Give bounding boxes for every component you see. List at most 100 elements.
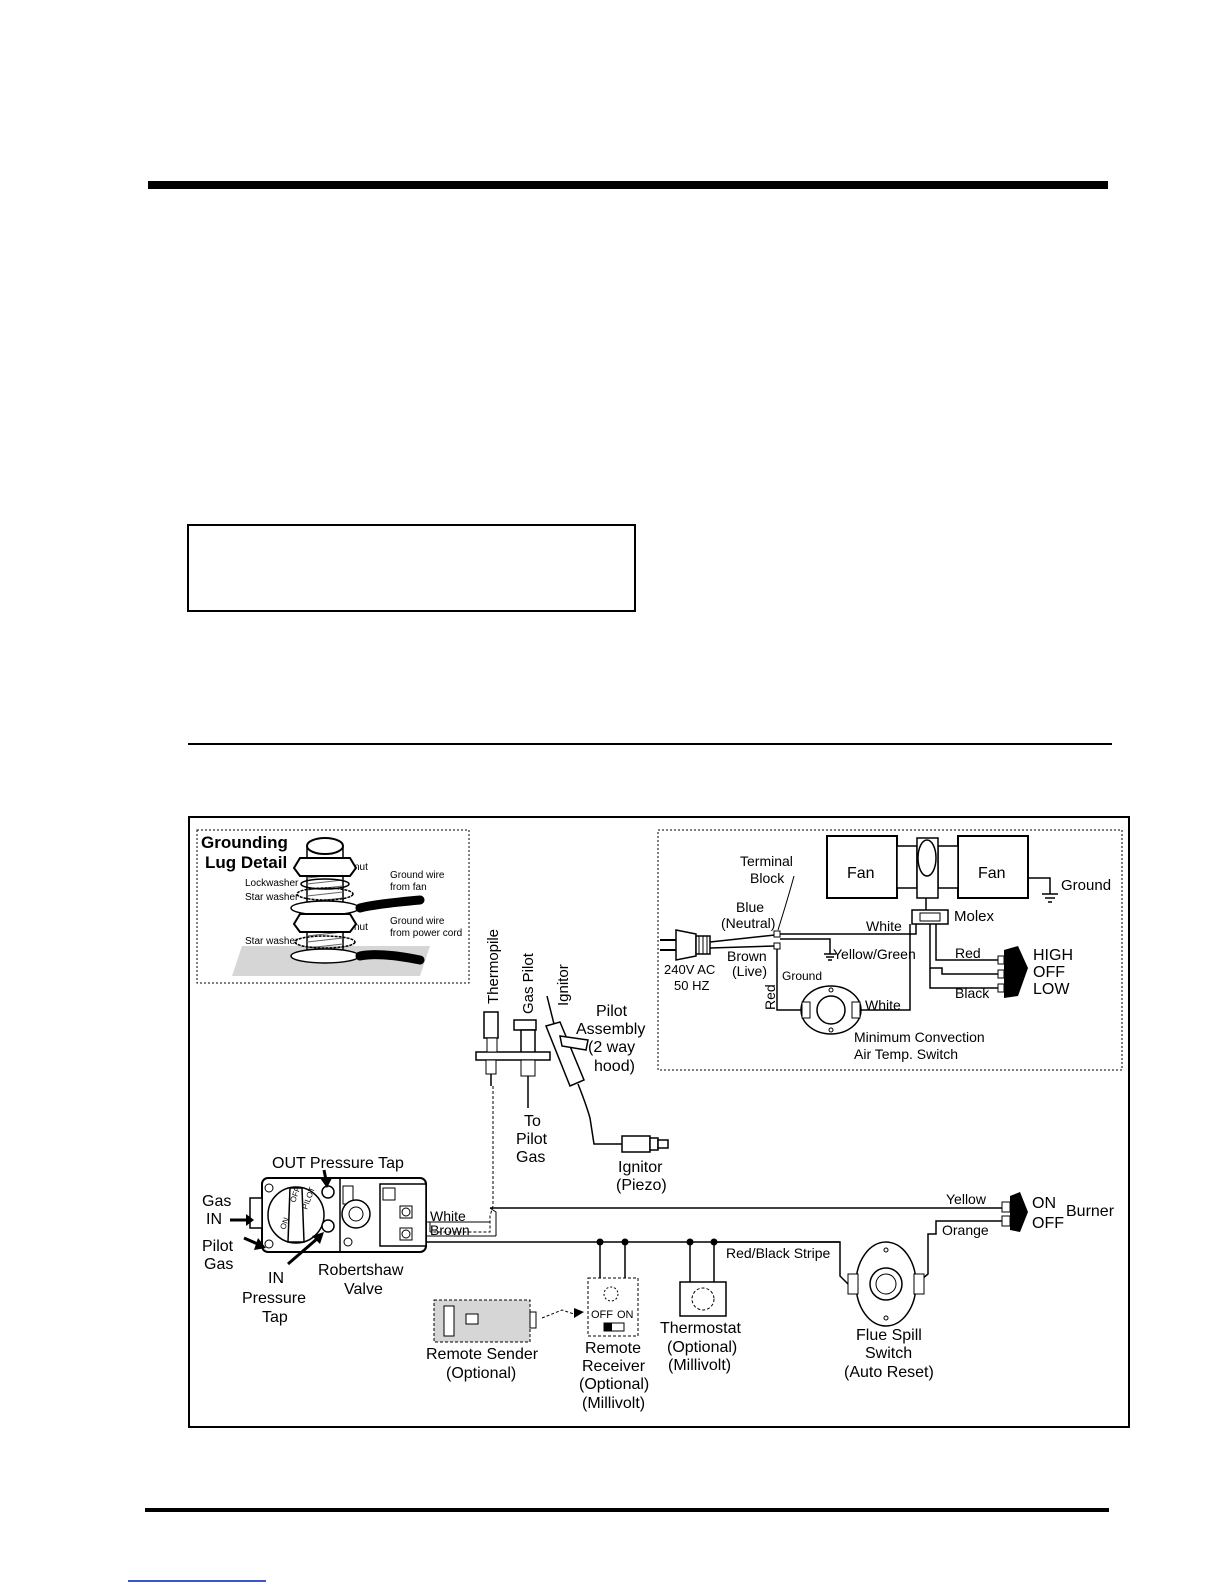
label-in-tap-3: Tap [262, 1309, 288, 1326]
label-brown-1: Brown [727, 948, 767, 964]
label-burner-on: ON [1032, 1195, 1056, 1212]
label-nut-mid: nut [354, 922, 368, 933]
power-plug [675, 929, 697, 961]
burner-switch-group: Yellow ON OFF Burner Orange Flue Spill S… [716, 1191, 1115, 1381]
label-remote-receiver-3: (Optional) [579, 1376, 649, 1393]
label-thermostat-1: Thermostat [660, 1320, 741, 1337]
label-flue-2: Switch [865, 1345, 912, 1362]
label-blue-1: Blue [736, 899, 764, 915]
label-thermostat-2: (Optional) [667, 1339, 737, 1356]
fan-left-box [826, 835, 898, 899]
header-rule [148, 181, 1108, 189]
label-pilot-assembly-4: hood) [594, 1058, 635, 1075]
label-gas-pilot: Gas Pilot [520, 952, 537, 1014]
label-blue-2: (Neutral) [721, 915, 775, 931]
label-ground-fan: Ground [1061, 877, 1111, 894]
label-to-pilot-3: Gas [516, 1149, 545, 1166]
label-ground-small: Ground [782, 969, 822, 983]
label-off: OFF [1033, 964, 1065, 981]
knob-on-label: ON [278, 1216, 291, 1231]
label-remote-receiver-1: Remote [585, 1340, 641, 1357]
label-yellow: Yellow [946, 1191, 987, 1207]
label-low: LOW [1033, 981, 1070, 998]
label-gas-in-1: Gas [202, 1193, 231, 1210]
label-gas-in-2: IN [206, 1211, 222, 1228]
empty-callout-box [187, 524, 636, 612]
label-voltage-2: 50 HZ [674, 978, 709, 993]
label-out-pressure-tap: OUT Pressure Tap [272, 1155, 404, 1172]
label-black: Black [955, 985, 990, 1001]
label-remote-sender-2: (Optional) [446, 1365, 516, 1382]
wiring-diagram: Grounding Lug Detail nut Lockwasher Star… [188, 816, 1130, 1428]
label-min-conv-2: Air Temp. Switch [854, 1046, 958, 1062]
label-terminal-1: Terminal [740, 853, 793, 869]
label-wire-white: White [430, 1208, 466, 1224]
label-star-washer-1: Star washer [245, 892, 299, 903]
label-burner-off: OFF [1032, 1215, 1064, 1232]
burner-rocker-switch[interactable] [1010, 1192, 1028, 1232]
label-orange: Orange [942, 1222, 989, 1238]
accessories-group: OFF ON Remote Receiver (Optional) (Milli… [426, 1238, 741, 1412]
label-remote-receiver-4: (Millivolt) [582, 1395, 645, 1412]
label-ignitor-piezo-1: Ignitor [618, 1159, 663, 1176]
grounding-title-1: Grounding [201, 833, 288, 852]
label-flue-1: Flue Spill [856, 1327, 922, 1344]
fan-electrical-detail: Fan Fan Ground Molex 240V AC 50 HZ Termi… [657, 829, 1123, 1071]
label-burner: Burner [1066, 1203, 1115, 1220]
label-red-vertical: Red [762, 984, 778, 1010]
label-pilot-gas-1: Pilot [202, 1238, 234, 1255]
in-pressure-tap [321, 1219, 335, 1233]
label-robertshaw-2: Valve [344, 1281, 383, 1298]
label-pilot-assembly-1: Pilot [596, 1003, 628, 1020]
receiver-off-label: OFF [591, 1309, 613, 1321]
label-remote-sender-1: Remote Sender [426, 1346, 539, 1363]
label-ground-cord-1: Ground wire [390, 916, 445, 927]
label-white-top: White [866, 918, 902, 934]
label-ignitor-vertical: Ignitor [555, 964, 572, 1006]
label-molex: Molex [954, 908, 995, 925]
label-robertshaw-1: Robertshaw [318, 1262, 404, 1279]
fan-left-label: Fan [847, 865, 875, 882]
label-wire-brown: Brown [430, 1222, 470, 1238]
wiring-diagram-svg: Grounding Lug Detail nut Lockwasher Star… [196, 829, 1123, 1412]
label-lockwasher: Lockwasher [245, 878, 299, 889]
section-rule [188, 743, 1112, 745]
label-ground-cord-2: from power cord [390, 928, 462, 939]
label-pilot-assembly-2: Assembly [576, 1021, 645, 1038]
label-in-tap-2: Pressure [242, 1290, 306, 1307]
grounding-lug-detail: Grounding Lug Detail nut Lockwasher Star… [196, 829, 470, 984]
label-yellow-green: Yellow/Green [833, 946, 916, 962]
label-thermostat-3: (Millivolt) [668, 1357, 731, 1374]
label-to-pilot-2: Pilot [516, 1131, 548, 1148]
fan-speed-switch [1004, 946, 1028, 998]
label-ground-fan-1: Ground wire [390, 870, 445, 881]
label-flue-3: (Auto Reset) [844, 1364, 934, 1381]
out-pressure-tap [321, 1185, 335, 1199]
grounding-title-2: Lug Detail [205, 853, 287, 872]
label-min-conv-1: Minimum Convection [854, 1029, 985, 1045]
label-pilot-assembly-3: (2 way [588, 1039, 635, 1056]
footer-rule [145, 1508, 1109, 1512]
label-in-tap-1: IN [268, 1270, 284, 1287]
label-to-pilot-1: To [524, 1113, 541, 1130]
label-red-right: Red [955, 945, 981, 961]
fan-right-label: Fan [978, 865, 1006, 882]
label-high: HIGH [1033, 947, 1073, 964]
label-thermopile: Thermopile [485, 929, 502, 1004]
robertshaw-valve: OFF PILOT ON OUT Pressure Tap Gas IN Pil… [202, 1155, 1010, 1326]
label-pilot-gas-2: Gas [204, 1256, 233, 1273]
label-ground-fan-2: from fan [390, 882, 427, 893]
label-remote-receiver-2: Receiver [582, 1358, 646, 1375]
label-terminal-2: Block [750, 870, 785, 886]
piezo-ignitor [621, 1135, 651, 1153]
label-red-black-stripe: Red/Black Stripe [726, 1245, 830, 1261]
footer-link-underline[interactable] [128, 1580, 266, 1582]
label-ignitor-piezo-2: (Piezo) [616, 1177, 667, 1194]
pilot-assembly: Thermopile Gas Pilot Ignitor Pilot Assem… [430, 929, 669, 1233]
label-white-bottom: White [865, 997, 901, 1013]
label-star-washer-2: Star washer [245, 936, 299, 947]
receiver-on-label: ON [617, 1309, 634, 1321]
label-voltage-1: 240V AC [664, 962, 715, 977]
label-brown-2: (Live) [732, 963, 767, 979]
label-nut-top: nut [354, 862, 368, 873]
